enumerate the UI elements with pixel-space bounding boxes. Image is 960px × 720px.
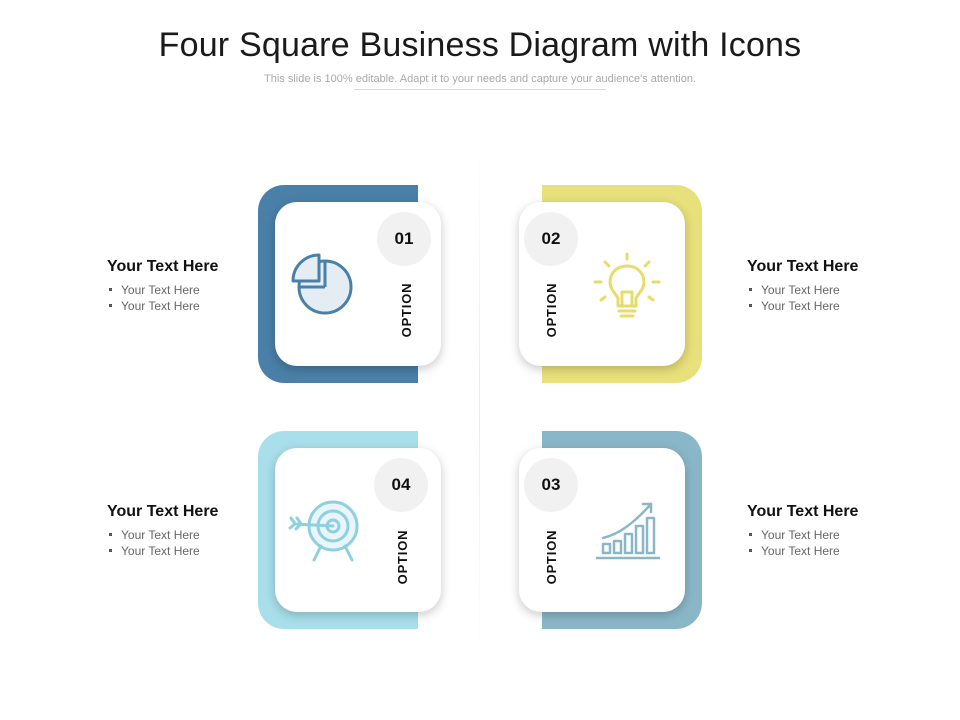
option-card-04: 04 OPTION — [275, 448, 441, 612]
bullet-item: Your Text Here — [747, 282, 907, 298]
lightbulb-icon — [593, 252, 661, 318]
bullet-list-01: Your Text Here Your Text Here — [107, 282, 267, 314]
bullet-item: Your Text Here — [107, 527, 267, 543]
text-heading-03: Your Text Here — [747, 503, 859, 520]
option-label-04: OPTION — [395, 529, 410, 585]
target-icon — [288, 500, 359, 562]
option-card-01: 01 OPTION — [275, 202, 441, 366]
option-label-02: OPTION — [544, 282, 559, 338]
number-badge-04: 04 — [374, 458, 428, 512]
bullet-item: Your Text Here — [107, 282, 267, 298]
text-heading-04: Your Text Here — [107, 503, 219, 520]
bullet-item: Your Text Here — [747, 298, 907, 314]
text-heading-02: Your Text Here — [747, 258, 859, 275]
subtitle-rule — [354, 89, 606, 90]
text-block-01: Your Text Here Your Text Here Your Text … — [107, 258, 267, 314]
bullet-item: Your Text Here — [747, 543, 907, 559]
number-badge-03: 03 — [524, 458, 578, 512]
bullet-item: Your Text Here — [747, 527, 907, 543]
text-block-03: Your Text Here Your Text Here Your Text … — [747, 503, 907, 559]
number-badge-01: 01 — [377, 212, 431, 266]
bullet-list-03: Your Text Here Your Text Here — [747, 527, 907, 559]
text-block-04: Your Text Here Your Text Here Your Text … — [107, 503, 267, 559]
center-divider — [479, 140, 480, 660]
text-block-02: Your Text Here Your Text Here Your Text … — [747, 258, 907, 314]
slide-subtitle: This slide is 100% editable. Adapt it to… — [264, 73, 696, 85]
option-card-02: 02 OPTION — [519, 202, 685, 366]
bullet-list-04: Your Text Here Your Text Here — [107, 527, 267, 559]
growth-chart-icon — [595, 502, 661, 560]
number-badge-02: 02 — [524, 212, 578, 266]
option-label-01: OPTION — [399, 282, 414, 338]
bullet-item: Your Text Here — [107, 298, 267, 314]
bullet-list-02: Your Text Here Your Text Here — [747, 282, 907, 314]
option-label-03: OPTION — [544, 529, 559, 585]
pie-chart-icon — [291, 253, 353, 315]
text-heading-01: Your Text Here — [107, 258, 219, 275]
bullet-item: Your Text Here — [107, 543, 267, 559]
option-card-03: 03 OPTION — [519, 448, 685, 612]
slide-title: Four Square Business Diagram with Icons — [158, 26, 802, 64]
